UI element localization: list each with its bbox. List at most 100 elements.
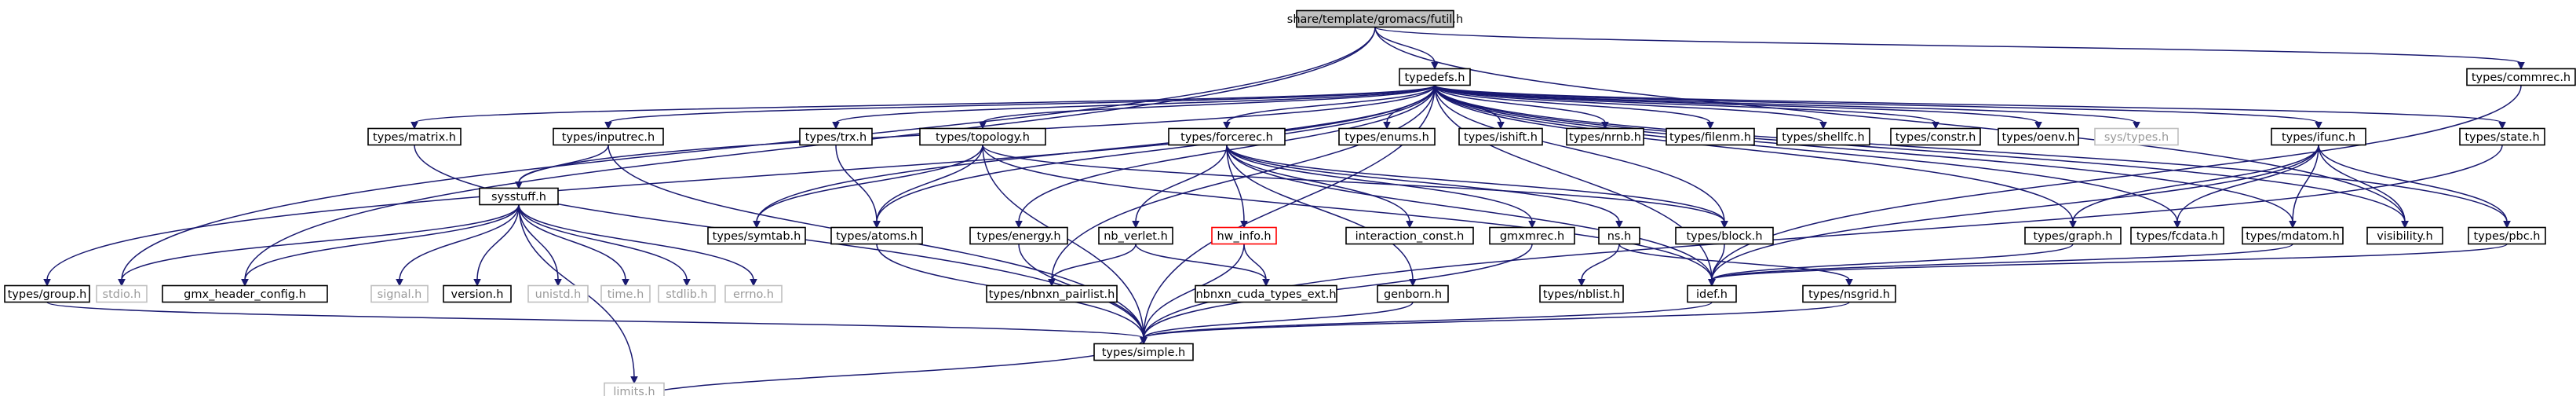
edge-typedefs-to-filenm bbox=[1434, 85, 1711, 124]
node-label-filenm: types/filenm.h bbox=[1669, 131, 1751, 144]
node-enums[interactable]: types/enums.h bbox=[1338, 127, 1436, 146]
node-interaction[interactable]: interaction_const.h bbox=[1345, 226, 1474, 245]
node-inputrec[interactable]: types/inputrec.h bbox=[553, 127, 664, 146]
node-genborn[interactable]: genborn.h bbox=[1377, 284, 1449, 303]
node-box-gmxmrec bbox=[1489, 226, 1575, 245]
edge-forcerec-to-genborn bbox=[1226, 145, 1414, 280]
node-label-state: types/state.h bbox=[2465, 131, 2539, 144]
node-box-ifunc bbox=[2271, 127, 2366, 146]
node-atoms[interactable]: types/atoms.h bbox=[830, 226, 923, 245]
node-label-fcdata: types/fcdata.h bbox=[2136, 230, 2218, 243]
node-hwinfo[interactable]: hw_info.h bbox=[1211, 226, 1277, 245]
node-mdatom[interactable]: types/mdatom.h bbox=[2242, 226, 2344, 245]
node-energy[interactable]: types/energy.h bbox=[969, 226, 1068, 245]
node-box-graph bbox=[2024, 226, 2122, 245]
node-sysstuff[interactable]: sysstuff.h bbox=[479, 187, 559, 206]
node-root[interactable]: share/template/gromacs/futil.h bbox=[1287, 9, 1463, 28]
node-constr[interactable]: types/constr.h bbox=[1890, 127, 1981, 146]
node-systypes: sys/types.h bbox=[2094, 127, 2179, 146]
node-label-forcerec: types/forcerec.h bbox=[1180, 131, 1273, 144]
node-label-stdlib: stdlib.h bbox=[666, 288, 708, 301]
edge-typedefs-to-state bbox=[1434, 84, 2503, 124]
node-label-group: types/group.h bbox=[8, 288, 87, 301]
node-errno: errno.h bbox=[724, 284, 783, 303]
arrowhead-hwinfo-to-nbnxncuda bbox=[1262, 279, 1270, 287]
edge-ifunc-to-idef bbox=[1711, 145, 2319, 280]
node-matrix[interactable]: types/matrix.h bbox=[367, 127, 462, 146]
node-label-ifunc: types/ifunc.h bbox=[2282, 131, 2355, 144]
node-label-gmxmrec: gmxmrec.h bbox=[1500, 230, 1564, 243]
node-box-nrnb bbox=[1566, 127, 1644, 146]
node-label-nbverlet: nb_verlet.h bbox=[1104, 230, 1168, 243]
node-label-interaction: interaction_const.h bbox=[1356, 230, 1465, 243]
edge-sysstuff-to-errno bbox=[518, 204, 754, 280]
node-label-mdatom: types/mdatom.h bbox=[2246, 230, 2340, 243]
node-visibility[interactable]: visibility.h bbox=[2366, 226, 2443, 245]
node-pbc[interactable]: types/pbc.h bbox=[2468, 226, 2546, 245]
node-idef[interactable]: idef.h bbox=[1687, 284, 1737, 303]
arrowhead-typedefs-to-group bbox=[43, 279, 51, 287]
arrowhead-ifunc-to-mdatom bbox=[2289, 221, 2297, 229]
edge-root-to-gmxheader bbox=[244, 27, 1376, 280]
node-box-energy bbox=[969, 226, 1068, 245]
node-nbverlet[interactable]: nb_verlet.h bbox=[1098, 226, 1173, 245]
node-oenv[interactable]: types/oenv.h bbox=[1998, 127, 2079, 146]
node-typedefs[interactable]: typedefs.h bbox=[1399, 68, 1471, 86]
node-state[interactable]: types/state.h bbox=[2459, 127, 2545, 146]
node-graph[interactable]: types/graph.h bbox=[2024, 226, 2122, 245]
node-box-inputrec bbox=[553, 127, 664, 146]
node-trx[interactable]: types/trx.h bbox=[799, 127, 873, 146]
node-block[interactable]: types/block.h bbox=[1675, 226, 1774, 245]
node-box-pbc bbox=[2468, 226, 2546, 245]
arrowhead-sysstuff-to-stdio bbox=[118, 279, 126, 287]
node-fcdata[interactable]: types/fcdata.h bbox=[2130, 226, 2224, 245]
node-gmxmrec[interactable]: gmxmrec.h bbox=[1489, 226, 1575, 245]
node-label-simple: types/simple.h bbox=[1102, 346, 1186, 359]
node-ishift[interactable]: types/ishift.h bbox=[1458, 127, 1543, 146]
node-box-ns bbox=[1598, 226, 1640, 245]
edge-genborn-to-simple bbox=[1143, 302, 1414, 339]
edge-topology-to-idef bbox=[982, 145, 1713, 280]
node-commrec[interactable]: types/commrec.h bbox=[2466, 68, 2576, 86]
edge-typedefs-to-trx bbox=[835, 84, 1436, 124]
node-ifunc[interactable]: types/ifunc.h bbox=[2271, 127, 2366, 146]
edge-limits-to-simple bbox=[637, 338, 1144, 396]
arrowhead-typedefs-to-forcerec bbox=[1223, 122, 1231, 130]
node-box-atoms bbox=[830, 226, 923, 245]
node-box-constr bbox=[1890, 127, 1981, 146]
edge-inputrec-to-sysstuff bbox=[518, 145, 609, 183]
edge-graph-to-idef bbox=[1711, 243, 2074, 281]
node-box-typedefs bbox=[1399, 68, 1471, 86]
node-box-stdio bbox=[96, 284, 148, 303]
node-label-unistd: unistd.h bbox=[535, 288, 582, 301]
node-nbnxncuda[interactable]: nbnxn_cuda_types_ext.h bbox=[1195, 284, 1337, 303]
node-nsgrid[interactable]: types/nsgrid.h bbox=[1802, 284, 1896, 303]
arrowhead-nbverlet-to-nbnxnpair bbox=[1048, 279, 1056, 287]
edge-hwinfo-to-simple bbox=[1143, 244, 1245, 339]
node-label-nsgrid: types/nsgrid.h bbox=[1808, 288, 1890, 301]
node-forcerec[interactable]: types/forcerec.h bbox=[1168, 127, 1286, 146]
arrowhead-forcerec-to-hwinfo bbox=[1240, 221, 1248, 229]
node-nbnxnpair[interactable]: types/nbnxn_pairlist.h bbox=[986, 284, 1118, 303]
edge-typedefs-to-graph bbox=[1434, 85, 2074, 222]
edge-nbverlet-to-nbnxnpair bbox=[1051, 244, 1137, 280]
node-filenm[interactable]: types/filenm.h bbox=[1666, 127, 1755, 146]
arrowhead-pbc-to-idef bbox=[1708, 279, 1716, 287]
node-version[interactable]: version.h bbox=[443, 284, 512, 303]
node-label-energy: types/energy.h bbox=[976, 230, 1060, 243]
node-topology[interactable]: types/topology.h bbox=[919, 127, 1046, 146]
node-symtab[interactable]: types/symtab.h bbox=[707, 226, 806, 245]
node-label-inputrec: types/inputrec.h bbox=[562, 131, 655, 144]
node-simple[interactable]: types/simple.h bbox=[1093, 343, 1194, 361]
node-shellfc[interactable]: types/shellfc.h bbox=[1776, 127, 1870, 146]
node-nblist[interactable]: types/nblist.h bbox=[1539, 284, 1624, 303]
arrowhead-forcerec-to-ns bbox=[1615, 221, 1623, 229]
node-nrnb[interactable]: types/nrnb.h bbox=[1566, 127, 1644, 146]
node-label-visibility: visibility.h bbox=[2377, 230, 2432, 243]
node-ns[interactable]: ns.h bbox=[1598, 226, 1640, 245]
node-group[interactable]: types/group.h bbox=[4, 284, 90, 303]
node-label-ishift: types/ishift.h bbox=[1464, 131, 1538, 144]
node-gmxheader[interactable]: gmx_header_config.h bbox=[162, 284, 328, 303]
node-label-nblist: types/nblist.h bbox=[1543, 288, 1620, 301]
edge-typedefs-to-nrnb bbox=[1434, 85, 1606, 123]
